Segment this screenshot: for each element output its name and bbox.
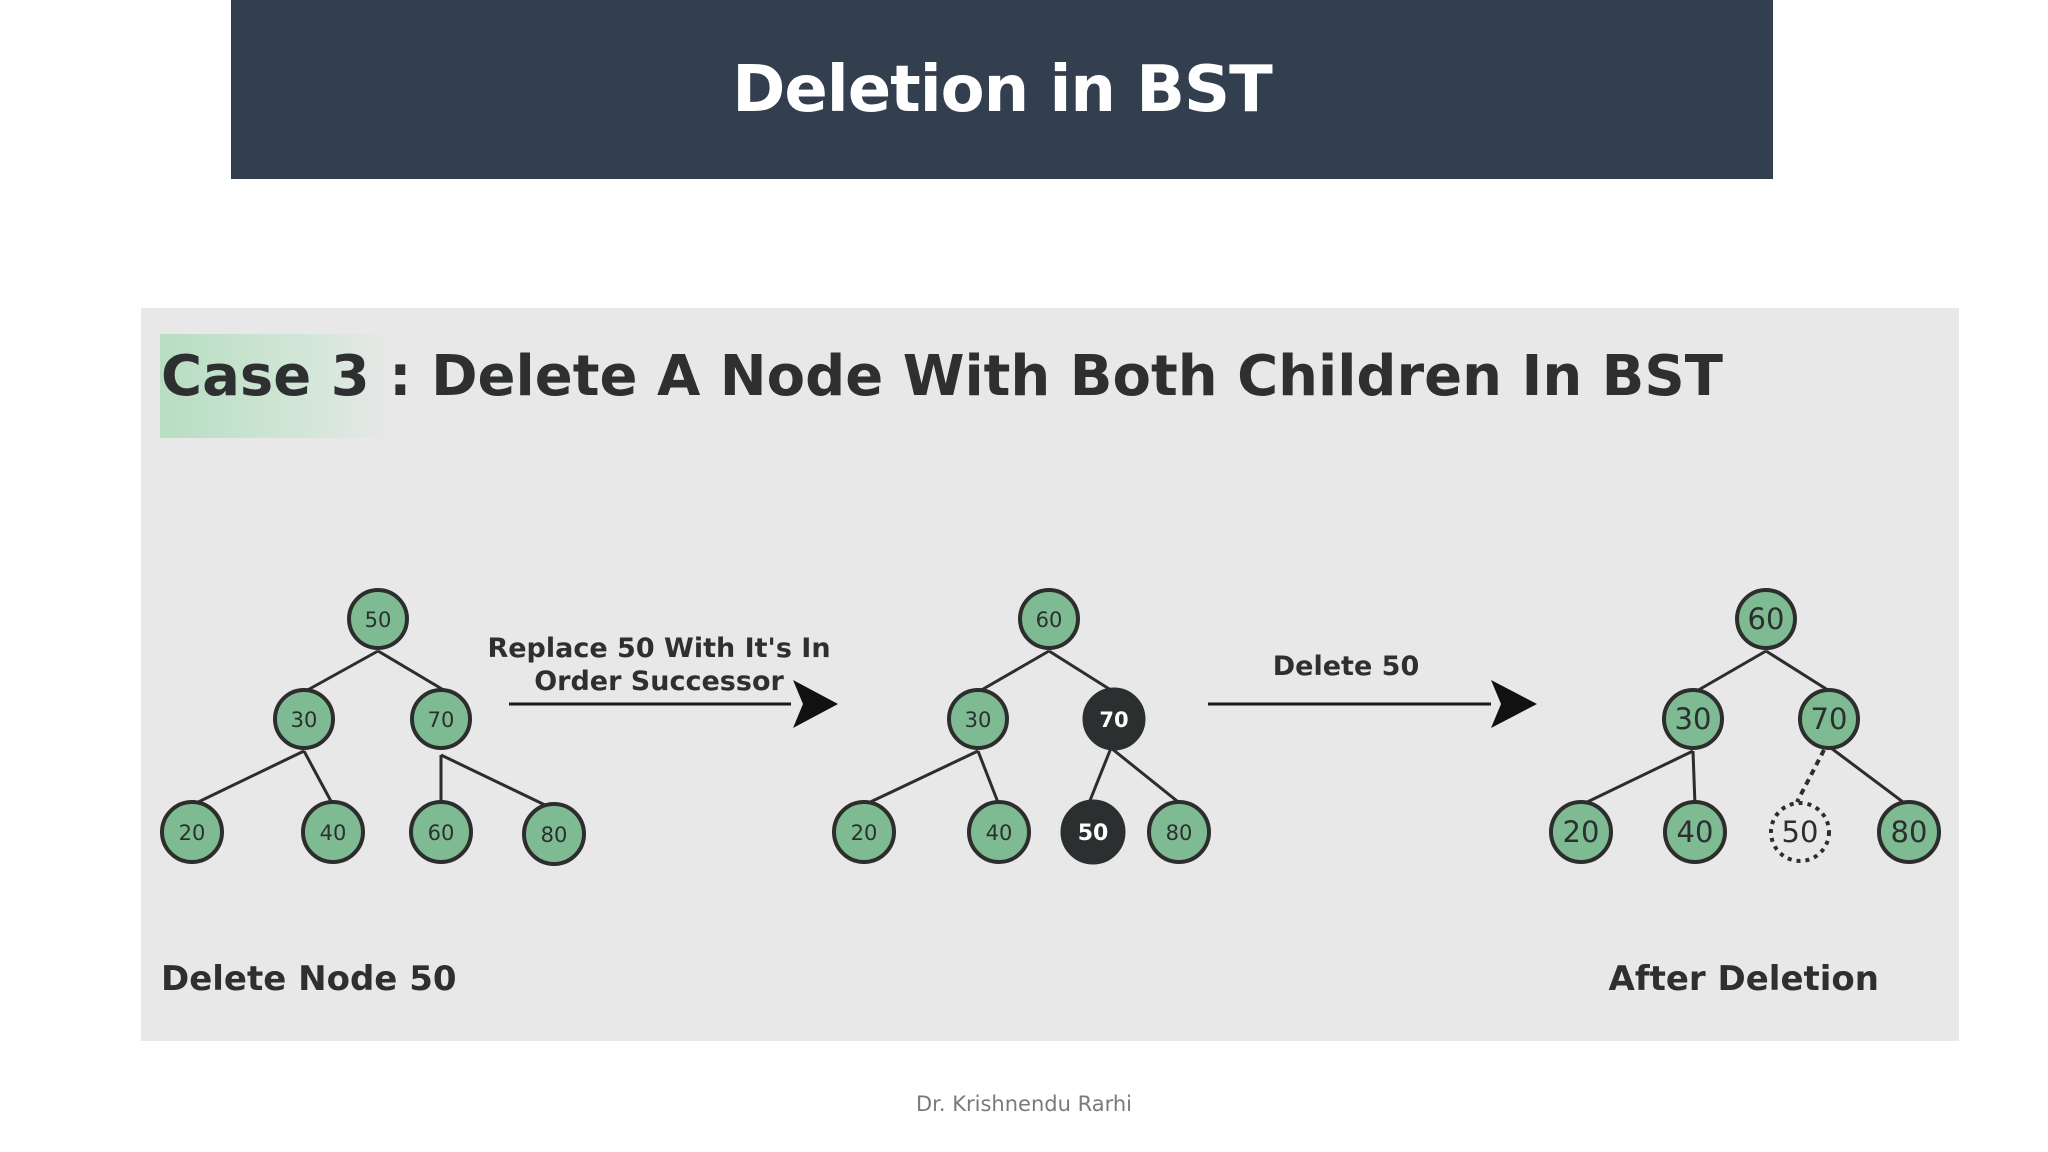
tree-node-highlighted: 70 <box>1082 687 1146 751</box>
tree-replaced: 60 30 70 20 40 50 <box>832 588 1211 865</box>
caption-delete-node: Delete Node 50 <box>161 959 457 999</box>
tree-node: 60 <box>409 800 473 864</box>
tree-edge <box>302 750 335 806</box>
tree-node: 80 <box>1877 800 1941 864</box>
tree-node: 60 <box>1018 588 1080 650</box>
arrow1-label-line2: Order Successor <box>534 666 784 697</box>
node-label: 70 <box>1811 702 1848 736</box>
slide-title: Deletion in BST <box>732 52 1273 127</box>
tree-edge <box>1110 746 1183 807</box>
arrow2-label: Delete 50 <box>1273 651 1419 682</box>
slide-footer: Dr. Krishnendu Rarhi <box>916 1092 1132 1116</box>
node-label: 50 <box>1782 815 1819 849</box>
tree-node: 40 <box>1663 800 1727 864</box>
tree-edge <box>440 753 546 807</box>
tree-node: 30 <box>1662 688 1724 750</box>
tree-edge <box>1830 746 1908 807</box>
tree-edge <box>191 749 305 807</box>
node-label: 20 <box>851 821 878 845</box>
node-label: 20 <box>1563 815 1600 849</box>
node-label: 80 <box>541 823 568 847</box>
arrow2-head <box>1491 680 1537 728</box>
node-label: 40 <box>320 821 347 845</box>
arrow-delete: Delete 50 <box>1208 651 1537 728</box>
tree-edge <box>1694 649 1767 694</box>
arrow1-head <box>793 680 838 728</box>
tree-edge <box>377 649 448 694</box>
tree-node: 70 <box>410 688 472 750</box>
tree-node: 20 <box>160 800 224 864</box>
node-label: 60 <box>1036 608 1063 632</box>
tree-node: 80 <box>1147 800 1211 864</box>
tree-node: 60 <box>1735 588 1797 650</box>
node-label: 70 <box>1099 708 1128 732</box>
tree-node: 40 <box>967 800 1031 864</box>
node-label: 60 <box>428 821 455 845</box>
node-label: 70 <box>428 708 455 732</box>
tree-edge <box>1048 649 1115 694</box>
tree-node: 40 <box>301 800 365 864</box>
node-label: 20 <box>179 821 206 845</box>
case-heading: Case 3 : Delete A Node With Both Childre… <box>161 344 1723 409</box>
node-label: 40 <box>986 821 1013 845</box>
tree-node: 20 <box>1549 800 1613 864</box>
tree-node: 20 <box>832 800 896 864</box>
figure-panel: Case 3 : Delete A Node With Both Childre… <box>141 308 1959 1041</box>
arrow-replace: Replace 50 With It's In Order Successor <box>487 633 838 728</box>
tree-node: 50 <box>347 588 409 650</box>
tree-edge <box>1765 649 1832 694</box>
tree-node: 30 <box>273 688 335 750</box>
slide-title-bar: Deletion in BST <box>231 0 1773 179</box>
node-label: 60 <box>1748 602 1785 636</box>
tree-edge <box>1087 747 1113 804</box>
tree-before: 50 30 70 20 40 60 <box>160 588 586 866</box>
tree-node-deleted: 50 <box>1769 801 1831 863</box>
tree-edge <box>303 649 379 694</box>
node-label: 30 <box>965 708 992 732</box>
tree-edge <box>1691 750 1697 806</box>
tree-edge-deleted <box>1795 749 1826 803</box>
tree-node: 70 <box>1798 688 1860 750</box>
tree-edge <box>863 749 979 807</box>
node-label: 30 <box>291 708 318 732</box>
bst-deletion-diagram: 50 30 70 20 40 60 <box>160 588 1941 999</box>
tree-edge <box>976 750 1001 806</box>
node-label: 50 <box>1078 821 1109 846</box>
node-label: 80 <box>1891 815 1928 849</box>
tree-after: 60 30 70 20 40 50 <box>1549 588 1941 864</box>
case-title: Delete A Node With Both Children In BST <box>431 344 1723 409</box>
node-label: 50 <box>365 608 392 632</box>
node-label: 40 <box>1677 815 1714 849</box>
tree-edge <box>977 649 1050 694</box>
arrow1-label-line1: Replace 50 With It's In <box>487 633 830 664</box>
case-label: Case 3 : <box>161 344 412 409</box>
tree-node: 80 <box>522 802 586 866</box>
caption-after-deletion: After Deletion <box>1609 959 1880 999</box>
tree-node: 30 <box>947 688 1009 750</box>
tree-edge <box>1580 749 1694 807</box>
node-label: 30 <box>1675 702 1712 736</box>
node-label: 80 <box>1166 821 1193 845</box>
tree-node-highlighted: 50 <box>1060 799 1126 865</box>
case-label-highlight <box>160 334 395 438</box>
